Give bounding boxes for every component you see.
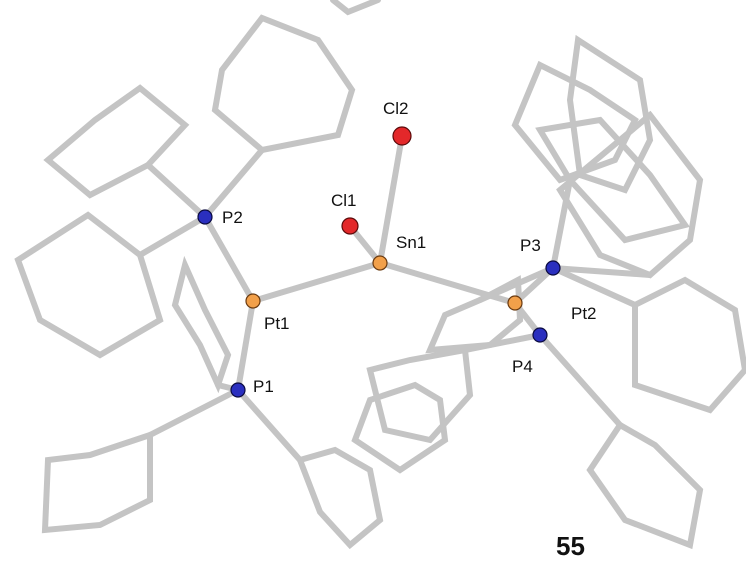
label-p1: P1 xyxy=(253,377,274,396)
atom-p2 xyxy=(197,209,213,225)
bond-sn1-cl2 xyxy=(377,133,405,266)
bond-pt2-p3 xyxy=(512,265,556,306)
label-pt1: Pt1 xyxy=(264,314,290,333)
label-p3: P3 xyxy=(520,236,541,255)
atom-pt1 xyxy=(245,293,261,309)
ring-p1-lower-left xyxy=(41,430,153,534)
ring-top-partial xyxy=(330,0,381,16)
bond-p3-ring-p2-right xyxy=(550,265,638,308)
ring-upper-right-2 xyxy=(566,34,654,194)
ring-upper-right-1 xyxy=(511,60,639,184)
ring-p4-lower-right xyxy=(586,421,704,550)
label-p4: P4 xyxy=(512,357,533,376)
label-pt2: Pt2 xyxy=(571,304,597,323)
label-cl1: Cl1 xyxy=(331,191,357,210)
label-sn1: Sn1 xyxy=(396,233,426,252)
atom-pt2 xyxy=(507,295,523,311)
bond-p3-ring-upper xyxy=(550,177,573,271)
bond-p2-pt1 xyxy=(202,214,256,304)
ring-central-lower xyxy=(351,381,449,474)
bond-p4-ring-lower-right xyxy=(537,332,623,428)
bond-p1-ring-lower xyxy=(235,387,303,463)
atom-p3 xyxy=(545,260,561,276)
atom-cl1 xyxy=(341,217,359,235)
atom-labels: Pt1 Pt2 Sn1 Cl1 Cl2 P1 P2 P3 P4 xyxy=(222,99,597,396)
bond-p2-ring-upper xyxy=(202,147,265,220)
ring-p2-right xyxy=(632,276,746,414)
atom-p1 xyxy=(230,382,246,398)
bond-p3-ring-right xyxy=(550,265,653,278)
bond-p1-ring-lower-left xyxy=(147,387,241,438)
compound-number: 55 xyxy=(556,531,585,561)
atoms-layer xyxy=(197,126,561,398)
atom-sn1 xyxy=(372,255,388,271)
ring-central-lower-2 xyxy=(366,346,474,444)
bond-p2-ring-left-up xyxy=(145,162,208,220)
carbon-framework xyxy=(14,0,746,550)
atom-cl2 xyxy=(392,126,412,146)
bond-sn1-pt2 xyxy=(377,260,518,306)
atom-p4 xyxy=(532,327,548,343)
label-p2: P2 xyxy=(222,208,243,227)
bond-p2-ring-left-low xyxy=(137,214,208,258)
ring-p2-upper xyxy=(211,14,356,154)
label-cl2: Cl2 xyxy=(383,99,409,118)
ring-p1-inner xyxy=(171,255,232,394)
ring-p2-left-upper xyxy=(43,84,190,199)
ring-p1-lower xyxy=(296,446,384,550)
bond-p4-ring-central xyxy=(462,332,543,353)
bond-pt1-sn1 xyxy=(250,260,383,304)
ring-p2-left-lower xyxy=(14,211,164,359)
bond-pt1-p1 xyxy=(235,298,256,393)
